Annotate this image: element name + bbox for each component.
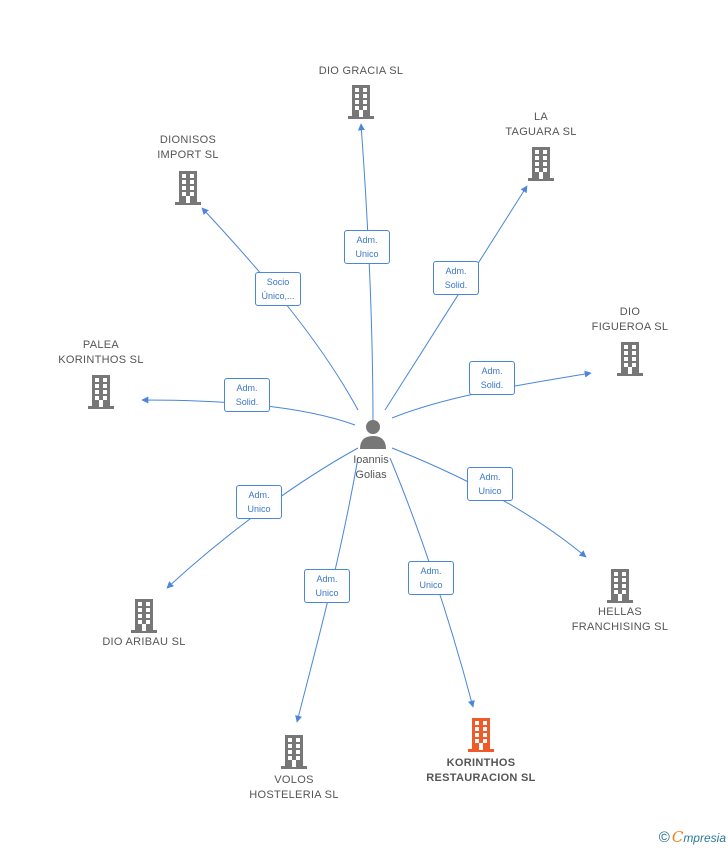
brand-logo-letter: C	[671, 828, 684, 846]
company-name-line: DIONISOS	[159, 134, 217, 146]
role-text: Unico	[478, 486, 502, 496]
company-name-line: FRANCHISING SL	[571, 621, 669, 633]
company-name-line: TAGUARA SL	[505, 126, 577, 138]
role-badge-korinthos-restauracion[interactable]: Adm. Unico	[408, 561, 454, 595]
company-name-line: HELLAS	[598, 606, 642, 618]
company-label-palea-korinthos[interactable]: PALEA KORINTHOS SL	[11, 338, 191, 368]
footer-brand: ©Cmpresia	[659, 828, 726, 846]
brand-name: mpresia	[683, 831, 726, 845]
role-badge-hellas-franchising[interactable]: Adm. Unico	[467, 467, 513, 501]
role-text: Solid.	[444, 280, 468, 290]
center-name-line: Golias	[355, 469, 387, 481]
company-label-volos-hosteleria[interactable]: VOLOS HOSTELERIA SL	[204, 773, 384, 803]
center-name-line: Ioannis	[353, 454, 389, 466]
company-name-line: HOSTELERIA SL	[249, 789, 339, 801]
role-text: Único,...	[261, 291, 295, 301]
role-text: Unico	[315, 588, 339, 598]
role-badge-dio-figueroa[interactable]: Adm. Solid.	[469, 361, 515, 395]
building-icon[interactable]	[604, 568, 636, 604]
center-person-name[interactable]: Ioannis Golias	[331, 453, 411, 483]
company-label-dionisos-import[interactable]: DIONISOS IMPORT SL	[98, 133, 278, 163]
company-name-line: DIO ARIBAU SL	[102, 636, 186, 648]
role-text: Adm.	[420, 566, 442, 576]
role-text: Adm.	[356, 235, 378, 245]
company-name-line: KORINTHOS	[446, 757, 516, 769]
role-badge-dio-aribau[interactable]: Adm. Unico	[236, 485, 282, 519]
role-text: Unico	[247, 504, 271, 514]
role-text: Unico	[419, 580, 443, 590]
building-icon[interactable]	[465, 717, 497, 753]
company-name-line: KORINTHOS SL	[58, 354, 144, 366]
role-text: Adm.	[445, 266, 467, 276]
building-icon[interactable]	[345, 84, 377, 120]
role-badge-dio-gracia[interactable]: Adm. Unico	[344, 230, 390, 264]
role-text: Unico	[355, 249, 379, 259]
company-name-line: IMPORT SL	[157, 149, 219, 161]
building-icon[interactable]	[172, 170, 204, 206]
company-name-line: PALEA	[82, 339, 120, 351]
edge-hellas-franchising	[391, 447, 587, 558]
company-name-line: DIO GRACIA SL	[318, 65, 404, 77]
building-icon[interactable]	[525, 146, 557, 182]
edge-dio-gracia	[357, 123, 374, 426]
role-text: Adm.	[316, 574, 338, 584]
role-text: Solid.	[235, 397, 259, 407]
role-text: Adm.	[236, 383, 258, 393]
company-name-line: VOLOS	[274, 774, 314, 786]
company-label-dio-aribau[interactable]: DIO ARIBAU SL	[54, 635, 234, 650]
building-icon[interactable]	[278, 734, 310, 770]
building-icon[interactable]	[85, 374, 117, 410]
building-icon[interactable]	[128, 598, 160, 634]
company-label-dio-gracia[interactable]: DIO GRACIA SL	[271, 64, 451, 79]
person-icon[interactable]	[359, 419, 387, 449]
role-text: Adm.	[481, 366, 503, 376]
company-name-line: LA	[533, 111, 549, 123]
role-badge-volos-hosteleria[interactable]: Adm. Unico	[304, 569, 350, 603]
company-name-line: FIGUEROA SL	[591, 321, 669, 333]
role-text: Solid.	[480, 380, 504, 390]
role-text: Adm.	[479, 472, 501, 482]
company-name-line: RESTAURACION SL	[426, 772, 536, 784]
edge-la-taguara	[384, 185, 528, 411]
role-badge-la-taguara[interactable]: Adm. Solid.	[433, 261, 479, 295]
edge-dionisos-import	[201, 207, 359, 411]
company-label-la-taguara[interactable]: LA TAGUARA SL	[451, 110, 631, 140]
role-badge-palea-korinthos[interactable]: Adm. Solid.	[224, 378, 270, 412]
role-text: Socio	[266, 277, 290, 287]
building-icon[interactable]	[614, 341, 646, 377]
copyright-symbol: ©	[658, 829, 670, 846]
role-text: Adm.	[248, 490, 270, 500]
company-label-dio-figueroa[interactable]: DIO FIGUEROA SL	[540, 305, 720, 335]
company-label-korinthos-restauracion[interactable]: KORINTHOS RESTAURACION SL	[391, 756, 571, 786]
company-name-line: DIO	[619, 306, 641, 318]
company-label-hellas-franchising[interactable]: HELLAS FRANCHISING SL	[530, 605, 710, 635]
